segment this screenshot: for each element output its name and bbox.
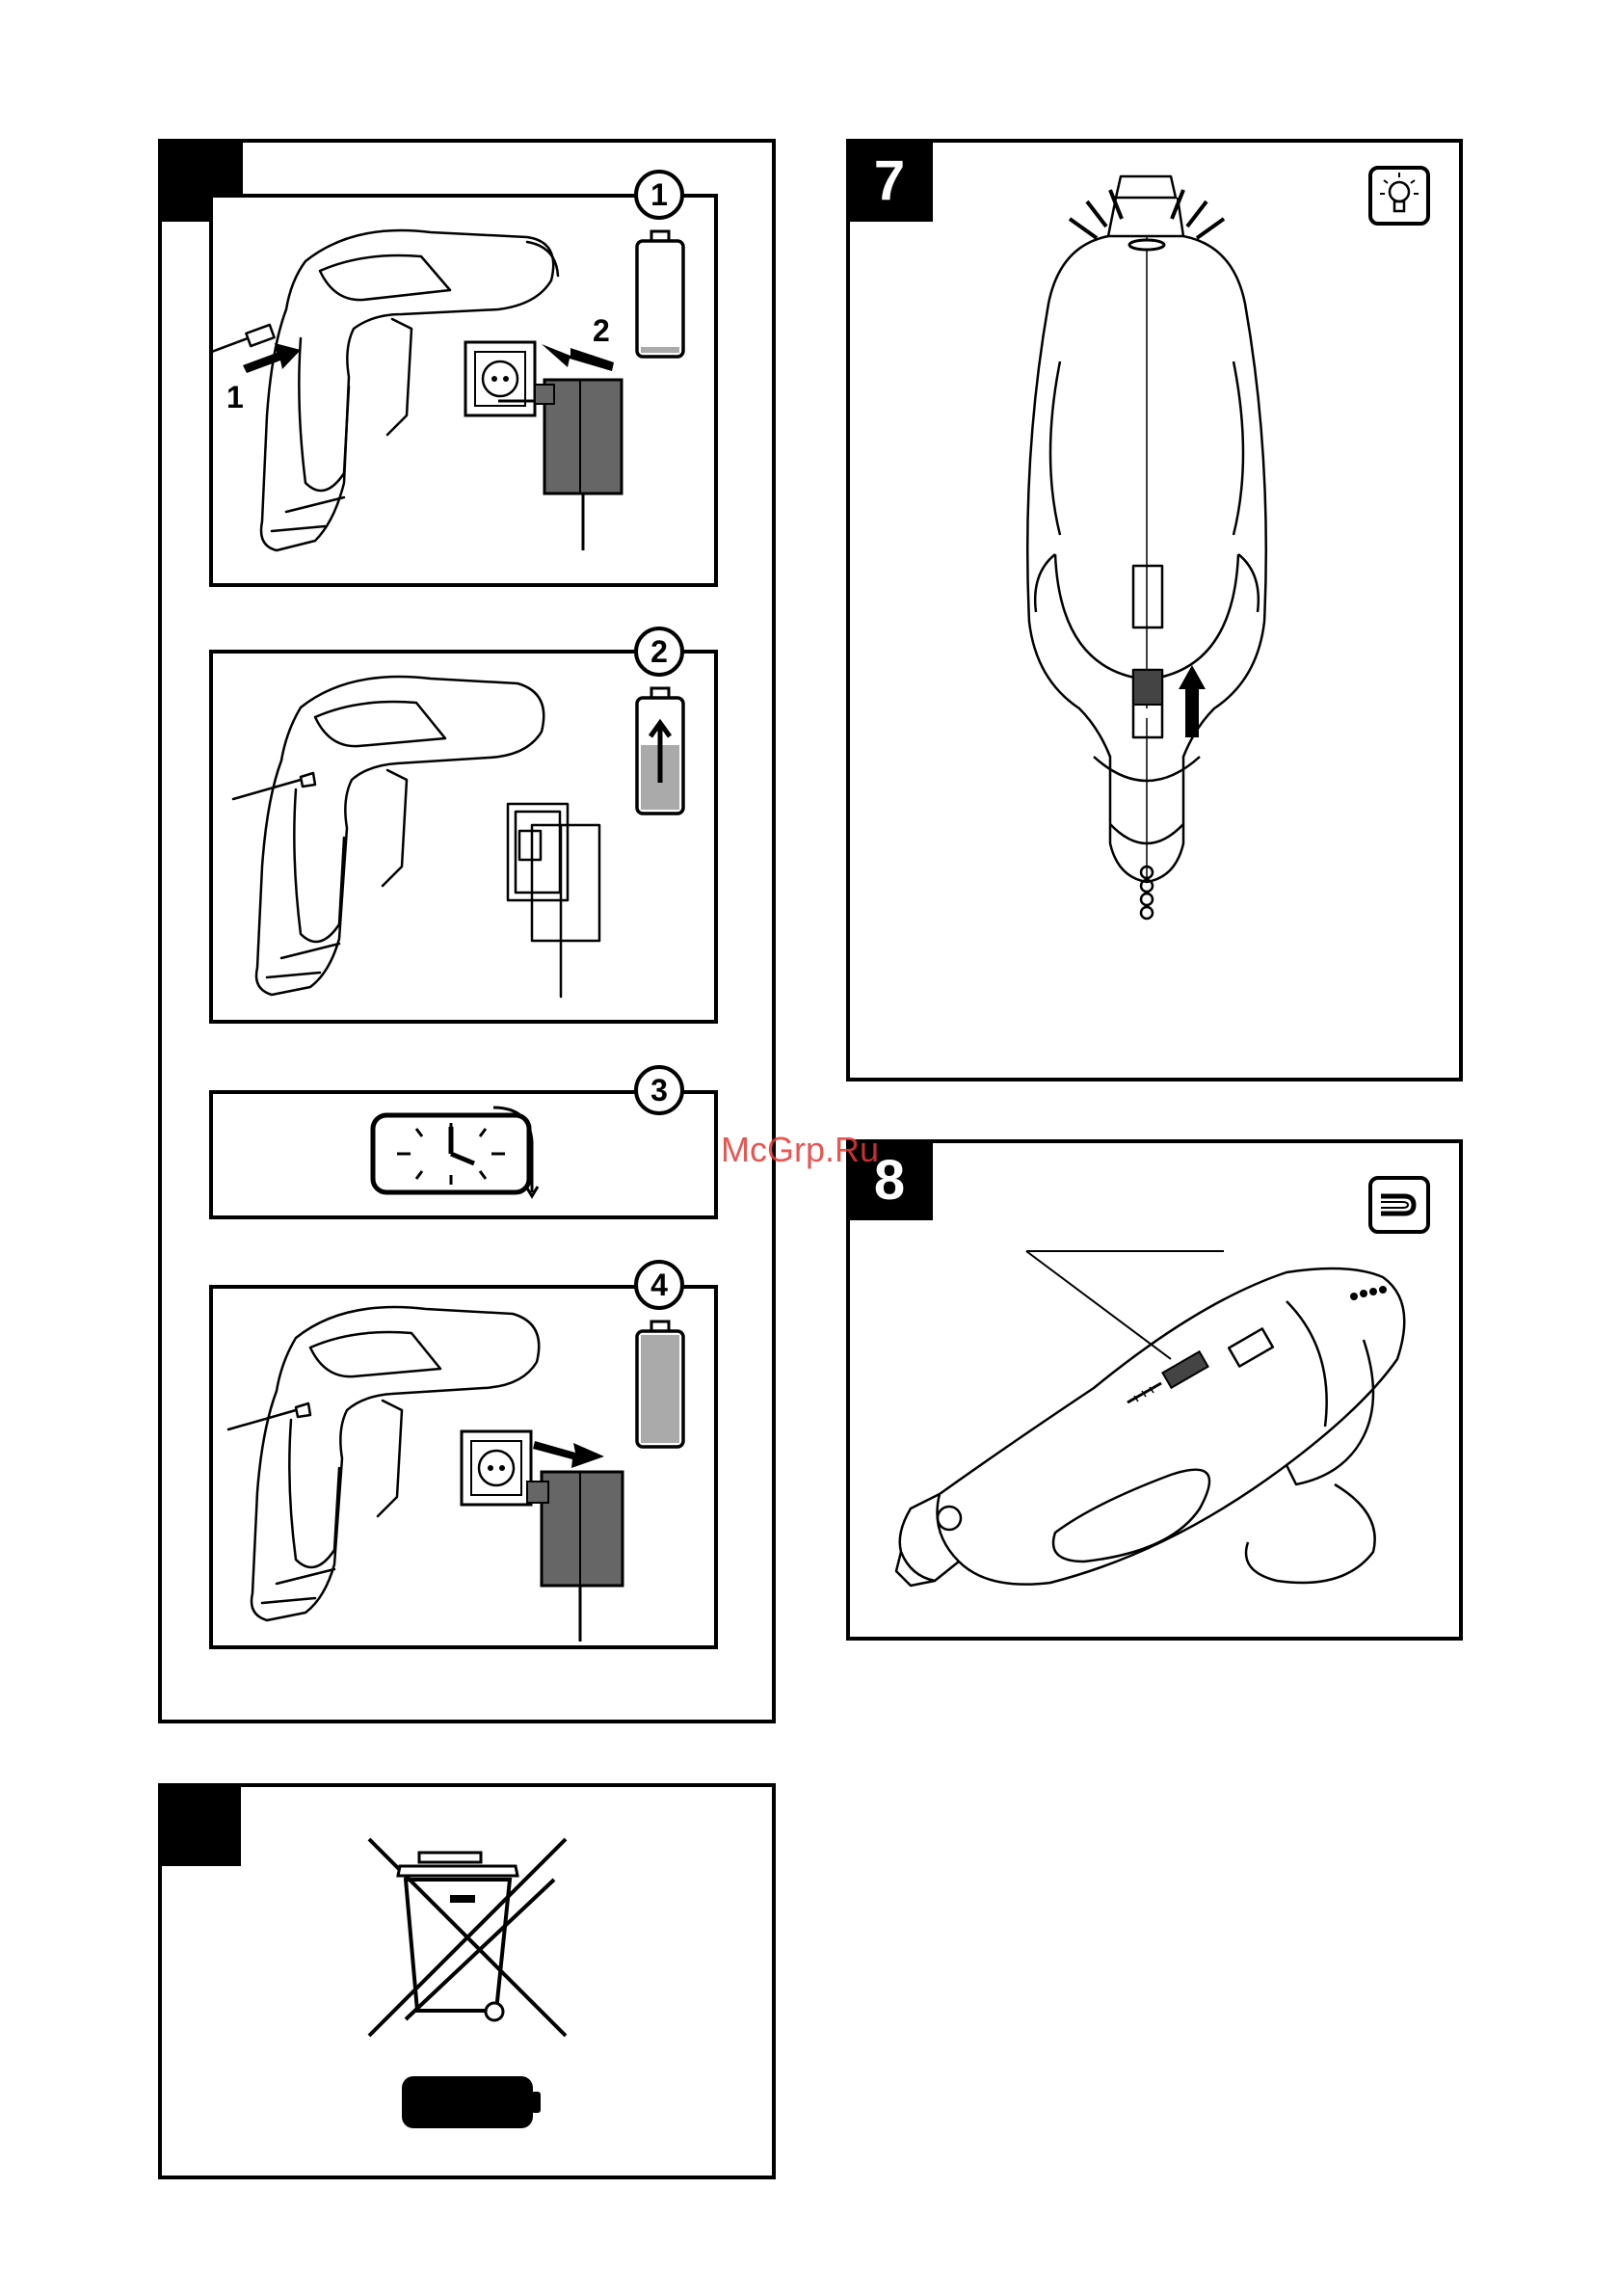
battery-symbol [400,2072,544,2132]
light-bulb-icon [1367,165,1431,227]
watermark-text: McGrp.Ru [721,1130,879,1170]
arrow-2-label: 2 [593,313,610,348]
step-number-3: 3 [634,1065,684,1115]
drill-top-view [1002,169,1291,1055]
clock-icon [368,1104,542,1200]
battery-icon-step-1 [635,229,685,360]
panel-tab-7: 7 [846,139,933,222]
battery-icon-step-2 [635,686,685,817]
drill-side-view [882,1243,1431,1619]
battery-icon-step-4 [635,1320,685,1451]
bit-storage-icon [1367,1175,1431,1235]
arrow-1-label: 1 [226,380,244,414]
panel-tab [158,1783,241,1866]
crossed-bin-icon [361,1831,573,2053]
